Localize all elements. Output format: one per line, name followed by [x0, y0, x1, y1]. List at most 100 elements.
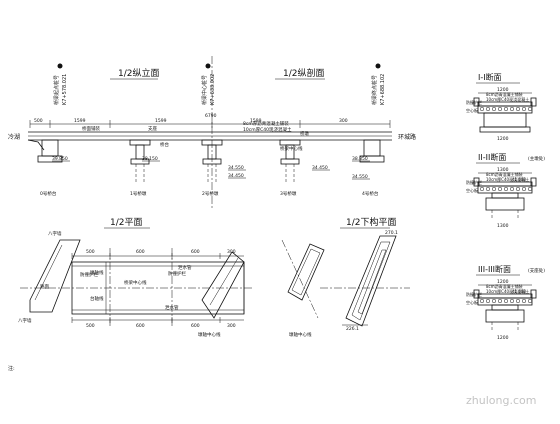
- section-guardrail: 防撞护栏: [466, 291, 482, 297]
- span-label: 1599: [250, 118, 262, 124]
- section-width-bot: 1300: [497, 223, 509, 229]
- section-width-bot: 1200: [497, 136, 509, 142]
- svg-text:K7+688.102: K7+688.102: [380, 74, 386, 105]
- section-layer1: 8cm沥青混凝土铺装: [486, 171, 523, 177]
- station-right: 桥梁终点桩号 K7+688.102: [371, 63, 386, 105]
- pier-label: 2号桥墩: [202, 190, 219, 197]
- plan-dim-top: 600: [191, 249, 200, 255]
- deck-note-1: 8cm厚沥青混凝土铺装: [243, 120, 289, 127]
- section-title: I-I断面: [478, 72, 502, 82]
- plan-dim-bottom: 500: [86, 323, 95, 329]
- section-slab: 空心板: [466, 187, 478, 193]
- plan-dim-bottom: 300: [227, 323, 236, 329]
- pier-label: 0号桥台: [40, 190, 57, 197]
- svg-text:桥梁中心线: 桥梁中心线: [124, 279, 147, 286]
- plan-dim-top: 600: [136, 249, 145, 255]
- pier-4: 4号桥台: [359, 139, 385, 197]
- label-bearing: 支座: [148, 125, 157, 132]
- section-s2: II-II断面(主墩处)13008cm沥青混凝土铺装10cm厚C40现浇混凝土防…: [466, 152, 545, 229]
- span-label: 300: [339, 118, 348, 124]
- svg-text:K7+633.002: K7+633.002: [210, 74, 216, 105]
- label-deck: 桥面铺装: [82, 125, 100, 132]
- section-s3: III-III断面(支座处)12008cm沥青混凝土铺装10cm厚C40现浇混凝…: [466, 264, 545, 341]
- svg-text:K7+578.021: K7+578.021: [62, 74, 68, 105]
- elevation-mark: 34.450: [312, 165, 328, 171]
- title-half-elevation: 1/2纵立面: [118, 67, 160, 79]
- section-layer1: 8cm沥青混凝土铺装: [486, 91, 523, 97]
- arrow-to-right: 环城路: [398, 133, 416, 141]
- section-width-top: 1200: [497, 87, 509, 93]
- section-elev: 41.600: [512, 289, 526, 294]
- svg-text:桥梁中心桩号: 桥梁中心桩号: [201, 75, 208, 105]
- abut-label: 桥台: [160, 141, 169, 148]
- svg-text:路面: 路面: [40, 283, 49, 290]
- pier-2: 2号桥墩: [201, 139, 223, 197]
- plan-dim-top: 500: [86, 249, 95, 255]
- watermark: zhulong.com: [466, 394, 536, 407]
- svg-text:泄水管: 泄水管: [165, 304, 179, 311]
- title-half-underside: 1/2下构平面: [346, 216, 397, 228]
- section-width-bot: 1200: [497, 335, 509, 341]
- pier-0: 0号桥台: [37, 139, 63, 197]
- section-note: (主墩处): [528, 155, 545, 162]
- svg-text:桥梁终点桩号: 桥梁终点桩号: [371, 75, 378, 105]
- dim-total: 6790: [205, 113, 217, 119]
- pier-3: 3号桥墩: [279, 139, 301, 197]
- svg-text:防撞护栏: 防撞护栏: [168, 270, 186, 277]
- elevation-mark: 34.450: [228, 173, 244, 179]
- svg-text:226.1: 226.1: [346, 326, 359, 332]
- deck-note-2: 10cm厚C40现浇混凝土: [243, 126, 292, 133]
- pier-label: 3号桥墩: [280, 190, 297, 197]
- section-slab: 空心板: [466, 107, 478, 113]
- section-layer2: 10cm厚C40现浇混凝土: [486, 288, 529, 294]
- section-guardrail: 防撞护栏: [466, 179, 482, 185]
- elevation-mark: 34.550: [228, 165, 244, 171]
- svg-text:270.1: 270.1: [385, 230, 398, 236]
- section-title: II-II断面: [478, 152, 506, 162]
- section-title: III-III断面: [478, 264, 511, 274]
- svg-text:泄水管: 泄水管: [178, 264, 192, 271]
- span-label: 1599: [74, 118, 86, 124]
- mid-axis-label: 桥梁中心线: [280, 145, 303, 152]
- section-layer1: 8cm沥青混凝土铺装: [486, 283, 523, 289]
- section-width-top: 1200: [497, 279, 509, 285]
- station-left: 桥梁起点桩号 K7+578.021: [53, 63, 68, 105]
- section-layer2: 10cm厚C40现浇混凝土: [486, 96, 529, 102]
- footer-note: 注:: [8, 365, 15, 372]
- pier-label: 4号桥台: [362, 190, 379, 197]
- arrow-to-left: 冷湖: [8, 133, 20, 141]
- plan-dim-bottom: 600: [191, 323, 200, 329]
- svg-text:八字墙: 八字墙: [48, 230, 62, 237]
- pier-label: 1号桥墩: [130, 190, 147, 197]
- elevation-view: 1/2纵立面 1/2纵剖面 桥梁起点桩号 K7+578.021 桥梁中心桩号 K…: [8, 56, 416, 210]
- elevation-mark: 38.850: [352, 156, 368, 162]
- elevation-mark: 34.550: [352, 174, 368, 180]
- section-slab: 空心板: [466, 299, 478, 305]
- elevation-mark: 38.150: [142, 156, 158, 162]
- cross-sections: I-I断面12008cm沥青混凝土铺装10cm厚C40现浇混凝土防撞护栏空心板1…: [466, 72, 545, 341]
- title-half-plan: 1/2平面: [110, 217, 143, 228]
- section-elev: 41.600: [512, 177, 526, 182]
- title-half-longitudinal: 1/2纵剖面: [283, 67, 325, 79]
- pier-label-2: 桥墩: [300, 130, 309, 137]
- svg-text:墩轴线: 墩轴线: [90, 269, 104, 276]
- plan-dim-bottom: 600: [136, 323, 145, 329]
- section-width-top: 1300: [497, 167, 509, 173]
- svg-text:防撞护栏: 防撞护栏: [80, 271, 98, 278]
- elevation-mark: 39.850: [52, 156, 68, 162]
- span-label: 500: [34, 118, 43, 124]
- svg-text:墩轴中心线: 墩轴中心线: [198, 331, 221, 338]
- section-s1: I-I断面12008cm沥青混凝土铺装10cm厚C40现浇混凝土防撞护栏空心板1…: [466, 72, 537, 142]
- pier-1: 1号桥墩: [129, 139, 151, 197]
- station-mid: 桥梁中心桩号 K7+633.002: [201, 63, 216, 105]
- span-label: 1599: [155, 118, 167, 124]
- plan-view: 1/2平面 八字墙 八字墙 路面 防撞护栏 桥梁中心线 墩轴线 台轴线 防撞护栏…: [18, 217, 252, 338]
- svg-text:墩轴中心线: 墩轴中心线: [289, 331, 312, 338]
- section-note: (支座处): [528, 267, 545, 274]
- section-layer2: 10cm厚C40现浇混凝土: [486, 176, 529, 182]
- section-guardrail: 防撞护栏: [466, 99, 482, 105]
- svg-text:八字墙: 八字墙: [18, 317, 32, 324]
- svg-text:台轴线: 台轴线: [90, 295, 104, 302]
